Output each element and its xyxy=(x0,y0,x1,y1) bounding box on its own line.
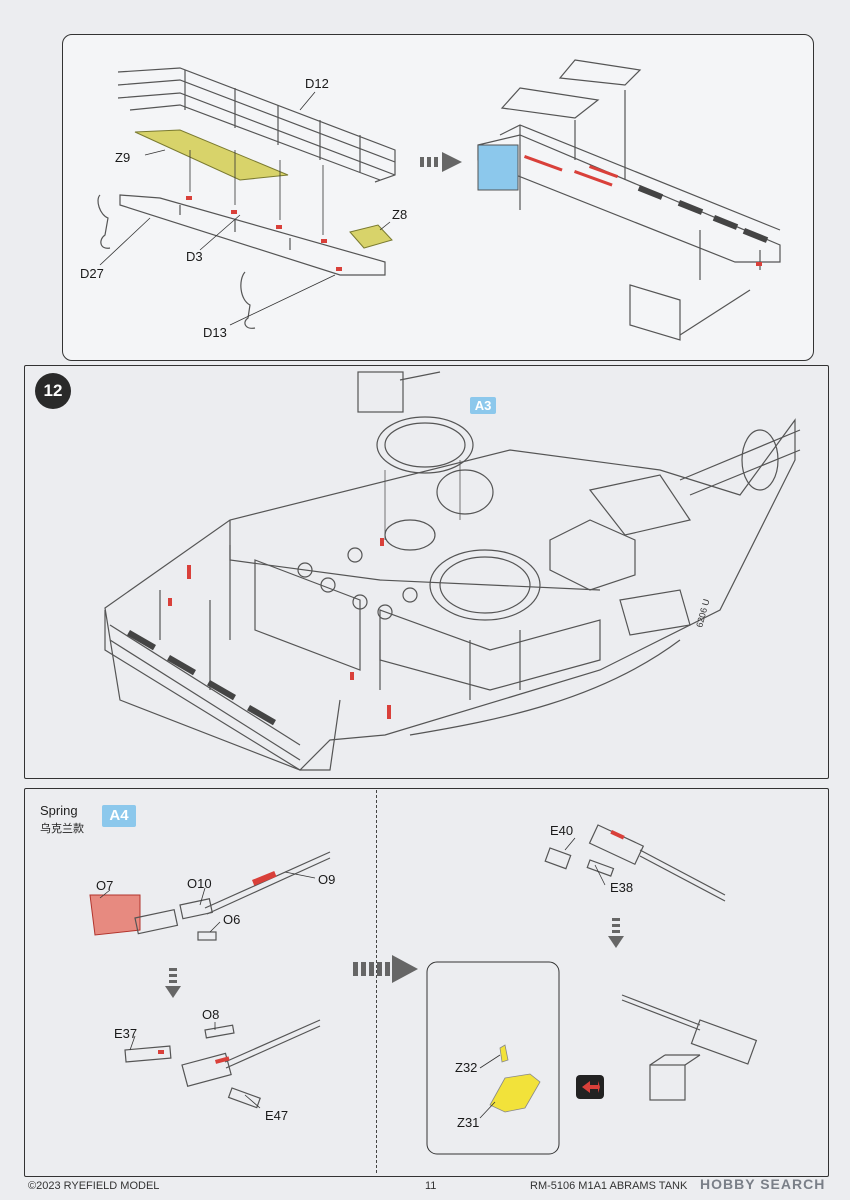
step-arrow-down-left xyxy=(165,968,181,998)
label-o10: O10 xyxy=(187,876,212,891)
blue-highlight-part xyxy=(477,144,519,191)
tag-a3: A3 xyxy=(470,397,496,414)
walkway-d3-drawing xyxy=(119,194,386,276)
step-arrow-down-right xyxy=(608,918,624,948)
part-o7 xyxy=(89,894,141,936)
step-number-badge: 12 xyxy=(35,373,71,409)
variant-subtitle: 乌克兰款 xyxy=(40,822,84,835)
label-z9: Z9 xyxy=(115,150,131,165)
label-d12: D12 xyxy=(305,76,329,91)
photo-etch-z8 xyxy=(349,224,393,249)
footer-product: RM-5106 M1A1 ABRAMS TANK xyxy=(530,1180,688,1192)
swap-icon xyxy=(582,1081,600,1093)
step-12-panel xyxy=(24,365,829,779)
part-z31 xyxy=(489,1073,541,1113)
label-e47: E47 xyxy=(265,1108,289,1123)
label-e38: E38 xyxy=(610,880,634,895)
railing-d12-drawing xyxy=(117,67,396,183)
label-o8: O8 xyxy=(202,1007,220,1022)
label-o7: O7 xyxy=(96,878,114,893)
label-e37: E37 xyxy=(114,1026,138,1041)
part-o10-red xyxy=(252,871,277,886)
footer-watermark: HOBBY SEARCH xyxy=(700,1176,826,1192)
photo-etch-z9 xyxy=(134,129,289,181)
step-arrow-center xyxy=(353,955,418,983)
label-d3: D3 xyxy=(186,249,203,264)
label-z31: Z31 xyxy=(457,1115,480,1130)
label-e40: E40 xyxy=(550,823,574,838)
footer-page-number: 11 xyxy=(425,1180,437,1192)
label-z8: Z8 xyxy=(392,207,408,222)
variant-title: Spring xyxy=(40,803,78,818)
label-d13: D13 xyxy=(203,325,227,340)
label-o6: O6 xyxy=(223,912,241,927)
step-arrow-top xyxy=(420,152,462,172)
part-z32 xyxy=(499,1044,509,1063)
z-parts-box xyxy=(426,961,560,1155)
bottom-panel xyxy=(24,788,829,1177)
label-d27: D27 xyxy=(80,266,104,281)
label-z32: Z32 xyxy=(455,1060,478,1075)
tag-a4: A4 xyxy=(102,805,136,827)
label-o9: O9 xyxy=(318,872,336,887)
bracket-d13-drawing xyxy=(240,271,256,329)
footer-copyright: ©2023 RYEFIELD MODEL xyxy=(28,1180,160,1192)
assembled-walkway-drawing xyxy=(477,59,781,341)
bracket-d27-drawing xyxy=(97,194,111,249)
dashed-divider xyxy=(376,790,377,1173)
